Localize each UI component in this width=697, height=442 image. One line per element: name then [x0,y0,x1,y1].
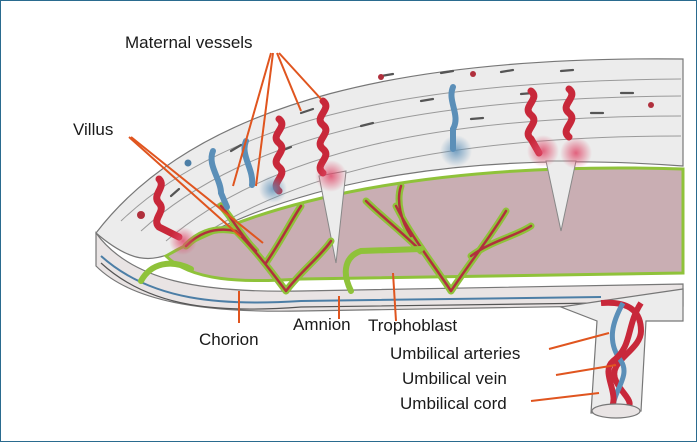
label-villus: Villus [73,121,113,138]
label-umbilical-cord: Umbilical cord [400,395,507,412]
label-trophoblast: Trophoblast [368,317,457,334]
label-maternal-vessels: Maternal vessels [125,34,253,51]
umbilical-cord [561,289,683,418]
label-umbilical-arteries: Umbilical arteries [390,345,520,362]
label-amnion: Amnion [293,316,351,333]
label-umbilical-vein: Umbilical vein [402,370,507,387]
label-chorion: Chorion [199,331,259,348]
